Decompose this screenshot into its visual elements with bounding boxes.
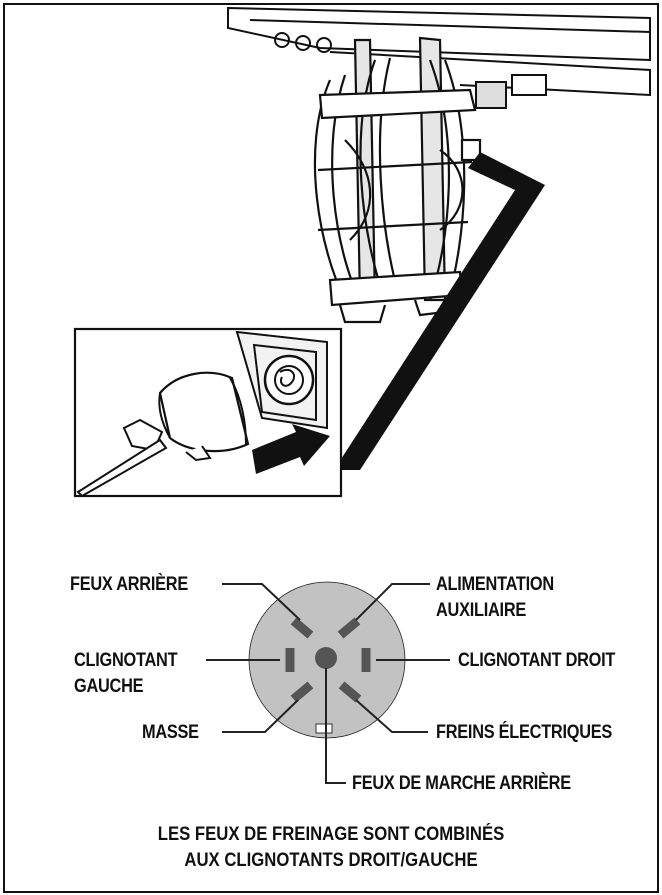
pin-ground [290,681,314,703]
leader-tail-lights [222,583,301,621]
label-auxiliary-power-line1: ALIMENTATION [436,574,554,595]
label-right-turn: CLIGNOTANT DROIT [458,650,616,671]
pin-reverse-lights [315,647,337,669]
leader-ground [222,699,299,733]
label-left-turn-line2: GAUCHE [74,676,144,697]
leader-reverse-lights [325,668,346,784]
leader-auxiliary-power [355,583,430,621]
note-line1: LES FEUX DE FREINAGE SONT COMBINÉS [157,824,505,845]
label-tail-lights: FEUX ARRIÈRE [70,574,188,595]
pin-tail-lights [290,617,314,639]
label-electric-brakes: FREINS ÉLECTRIQUES [436,722,613,743]
label-left-turn-line1: CLIGNOTANT [74,650,178,671]
cable [334,152,545,470]
pin-electric-brakes [338,681,362,703]
pin-auxiliary-power [337,617,361,639]
pin-right-turn [361,648,371,672]
pin-left-turn [285,648,295,672]
connector-diagram [206,581,450,784]
label-reverse-lights: FEUX DE MARCHE ARRIÈRE [352,773,571,794]
note-line2: AUX CLIGNOTANTS DROIT/GAUCHE [184,850,478,871]
vehicle-bumper-drawing [227,6,651,109]
label-ground: MASSE [142,722,199,743]
bike-rack-drawing [313,36,482,324]
inset-box [73,327,343,498]
key-notch [315,723,333,734]
leader-electric-brakes [355,699,428,733]
label-auxiliary-power-line2: AUXILIAIRE [436,600,527,621]
